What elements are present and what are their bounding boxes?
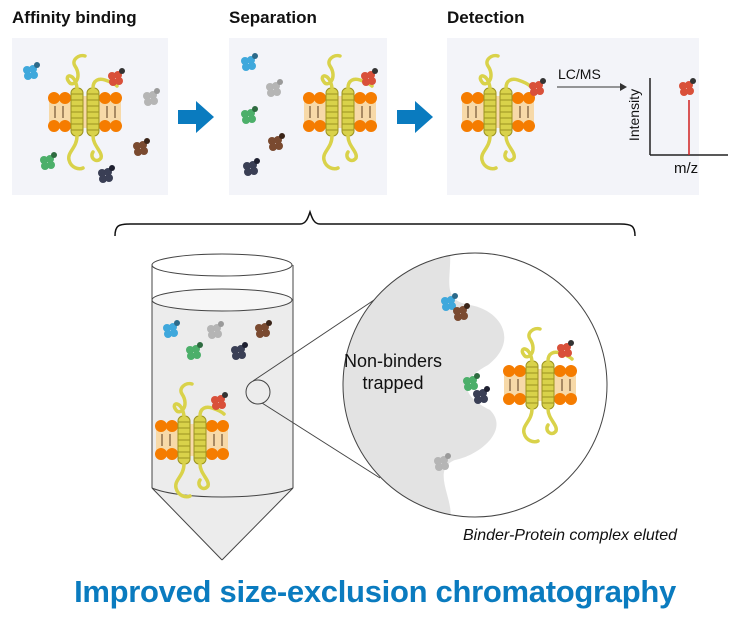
eluted-caption: Binder-Protein complex eluted [463,527,678,544]
molecule-green-icon [40,152,57,170]
non-binders-label: Non-binders trapped [338,350,448,394]
molecule-red-icon [679,78,696,96]
molecule-red-icon [529,78,546,96]
zoom-line-bottom [261,402,381,479]
molecule-gray-icon [143,88,160,106]
lcms-label: LC/MS [558,66,601,82]
y-axis-label: Intensity [626,88,643,142]
molecule-brown-icon [133,138,150,156]
magnify-region [245,379,271,405]
molecule-gray-icon [266,79,283,97]
non-binders-line2: trapped [362,373,424,393]
molecule-red-bound-icon [361,68,378,86]
curly-brace [114,209,636,237]
molecule-green-icon [241,106,258,124]
step-title-detection: Detection [447,8,525,27]
target-protein-icon [459,53,537,171]
arrow-right-icon [397,101,433,133]
non-binders-line1: Non-binders [343,351,443,371]
separation-illustration [241,53,379,176]
sec-column [151,253,294,561]
molecule-blue-icon [241,53,258,71]
x-axis-label: m/z [674,160,699,177]
main-title: Improved size-exclusion chromatography [74,574,676,609]
step-title-affinity-binding: Affinity binding [12,8,137,27]
arrow-right-icon [178,101,214,133]
molecule-navy-icon [98,165,115,183]
molecule-navy-icon [243,158,260,176]
affinity-binding-illustration [23,53,160,183]
molecule-red-bound-icon [108,68,125,86]
zoom-line-top [252,293,384,382]
detection-illustration [459,53,728,171]
step-title-separation: Separation [229,8,317,27]
molecule-blue-icon [23,62,40,80]
molecule-brown-icon [268,133,285,151]
arrow-icon [620,83,627,91]
magnified-view [342,252,608,518]
